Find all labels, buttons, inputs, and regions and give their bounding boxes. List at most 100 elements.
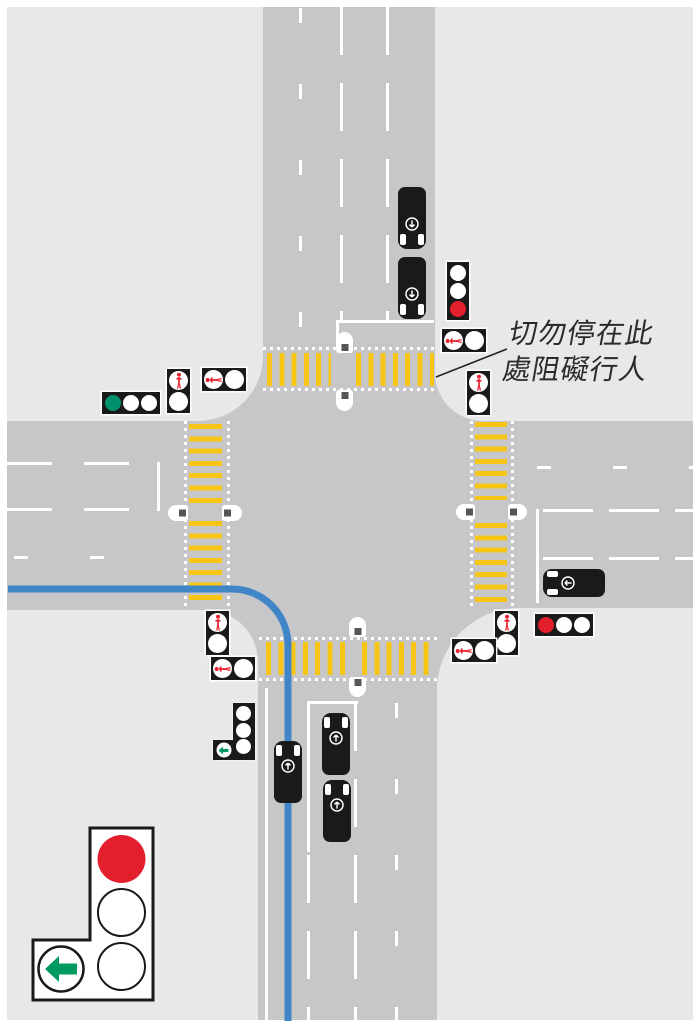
lane-line [7,462,160,465]
signal-lamp-off [556,617,572,633]
approach-line [157,462,160,511]
pedestrian-signal-bottom-right-vertical [495,611,518,655]
crosswalk-stripes [267,353,331,386]
approach-line [536,509,539,603]
signal-lamp-off [497,634,516,653]
car-direction-arrow-icon [560,575,576,591]
refuge-island [349,677,366,697]
red-man-lamp [497,613,516,632]
pedestrian-signal-bottom-right-horizontal [452,639,496,662]
signal-lamp-off [450,283,466,299]
crosswalk-stripes [475,422,507,500]
red-man-lamp [204,370,223,389]
windshield-mark [418,304,424,315]
red-man-lamp [208,613,227,632]
signal-lamp-red [236,706,251,721]
signal-lamp-off [469,394,488,413]
car-direction-arrow-icon [404,286,420,302]
signal-lamp-off [169,392,188,411]
vehicle-signal-left-turn-arrow [213,703,255,760]
car-northbound-2 [323,780,351,842]
pedestrian-signal-top-right-vertical [467,371,490,415]
pedestrian-signal-top-right-horizontal [442,329,486,352]
signal-lamp-off [234,659,253,678]
signal-lamp-off [236,722,251,738]
red-man-lamp [213,659,232,678]
crosswalk-border [259,637,437,640]
lane-line [386,7,389,320]
edge-line [265,688,268,1020]
signal-lamp-off [123,395,139,411]
refuge-island [222,505,242,521]
refuge-island [456,504,475,520]
refuge-island [336,332,353,353]
windshield-mark [276,745,282,756]
car-northbound-1 [322,713,350,775]
windshield-mark [342,717,348,728]
signal-column [233,703,255,760]
car-southbound-2 [398,257,426,319]
red-man-lamp [444,331,463,350]
red-man-lamp [169,371,188,390]
car-direction-arrow-icon [280,758,296,774]
lane-line [7,508,160,511]
windshield-mark [547,571,558,577]
approach-line [336,320,434,323]
red-man-icon [473,374,484,391]
annotation-line-2: 處阻礙行人 [500,354,651,385]
approach-line [307,701,358,704]
lane-line [543,557,693,560]
crosswalk-stripes [266,642,346,675]
refuge-island [168,505,188,521]
windshield-mark [400,234,406,245]
red-man-icon [501,614,512,631]
windshield-mark [418,234,424,245]
pedestrian-signal-bottom-left-horizontal [211,657,255,680]
signal-lamp-red [450,301,466,317]
red-man-icon [212,614,223,631]
pedestrian-signal-top-left-vertical [167,369,190,413]
car-direction-arrow-icon [328,730,344,746]
signal-lamp-off [450,265,466,281]
windshield-mark [324,717,330,728]
windshield-mark [547,589,558,595]
signal-lamp-off [236,739,251,754]
car-on-route-line [274,741,302,803]
crosswalk-stripes [189,424,222,503]
signal-lamp-off [225,370,244,389]
signal-lamp-off [475,641,494,660]
red-man-icon [455,645,472,656]
vehicle-signal-bottom-right [535,614,593,636]
car-direction-arrow-icon [329,797,345,813]
signal-lamp-off [141,395,157,411]
vehicle-signal-top-right [447,262,469,320]
car-southbound-1 [398,187,426,249]
crosswalk-stripes [189,521,222,605]
crosswalk-stripes [362,642,436,675]
arrow-lamp-box [213,740,234,760]
red-man-icon [214,663,231,674]
vehicle-signal-top-left [102,392,160,414]
red-man-icon [173,372,184,389]
crosswalk-stripes [356,353,434,386]
car-westbound [543,569,605,597]
lane-line [307,855,310,1020]
red-man-icon [205,374,222,385]
windshield-mark [400,304,406,315]
signal-lamp-off [574,617,590,633]
lane-line [299,8,302,328]
green-left-arrow-icon [218,745,229,755]
refuge-island [349,617,366,637]
lane-line [543,509,693,512]
windshield-mark [325,784,331,795]
signal-lamp-off [208,634,227,653]
lane-line [537,466,693,469]
sidewalk-bottom-right [437,608,693,1020]
crosswalk-border [259,678,437,681]
red-man-lamp [454,641,473,660]
sidewalk-top-left [7,7,263,421]
signal-lamp-arrow [216,742,231,758]
lane-line [340,7,343,320]
lane-line [307,701,310,852]
